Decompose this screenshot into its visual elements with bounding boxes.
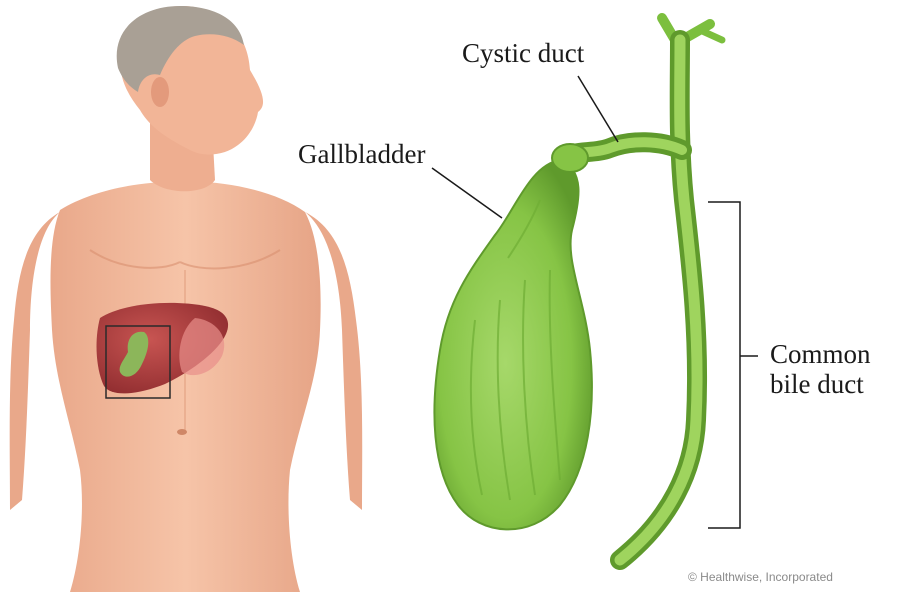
label-gallbladder: Gallbladder [298,139,425,169]
label-common-bile-duct: Common bile duct [770,339,871,399]
gallbladder-leader [432,168,502,218]
label-common-bile-duct-line1: Common [770,339,871,369]
label-cystic-duct: Cystic duct [462,38,584,68]
ear [151,77,169,107]
gallbladder-detail [434,18,722,560]
common-bile-duct-bracket [708,202,758,528]
human-figure [10,6,363,592]
label-common-bile-duct-line2: bile duct [770,369,871,399]
cystic-duct-leader [578,76,618,142]
gallbladder-neck [552,144,588,172]
copyright-credit: © Healthwise, Incorporated [688,570,833,584]
gallbladder-body [434,160,591,529]
hepatic-duct-twig [700,30,722,40]
navel [177,429,187,435]
